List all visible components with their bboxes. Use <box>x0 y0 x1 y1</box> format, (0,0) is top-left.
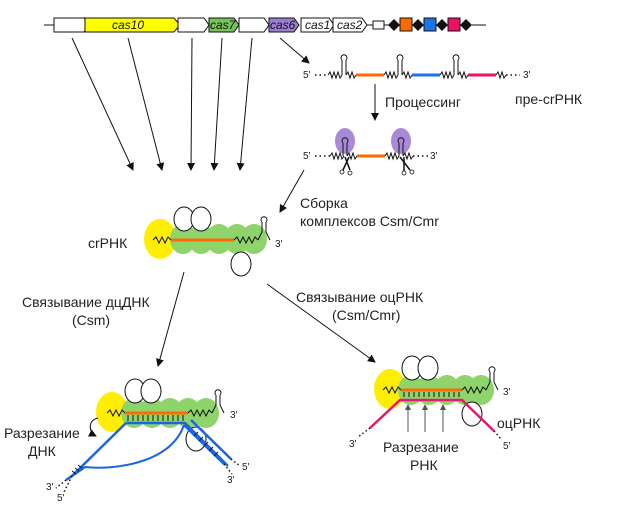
crrna-label: crРНК <box>88 235 128 251</box>
csm-cmr-complex: 3' <box>144 206 283 277</box>
assembly-arrow <box>279 169 305 213</box>
arrow <box>210 37 223 171</box>
target-rna-strand <box>369 398 495 432</box>
gene-cas7 <box>208 17 240 33</box>
scissors-icon <box>339 156 353 176</box>
ssrna-label: оцРНК <box>497 415 541 431</box>
ssrna-binding-line1: Связывание оцРНК <box>296 289 424 305</box>
scissors-icon <box>399 156 415 176</box>
spacer-orange <box>399 17 413 32</box>
gene-to-complex-arrows <box>71 37 310 171</box>
cas6-bound-1 <box>335 128 355 154</box>
three-prime-label: 3' <box>430 151 438 162</box>
repeat-diamond <box>460 19 472 31</box>
three-prime-label: 3' <box>503 387 511 398</box>
arrow <box>127 37 165 171</box>
spacer-blue <box>423 17 437 32</box>
dna-targeting-complex: 3' 3' 5' 5' 3' <box>46 378 250 504</box>
dna-cleavage-line1: Разрезание <box>4 425 80 441</box>
crispr-array <box>388 17 472 32</box>
three-prime-label: 3' <box>349 439 357 450</box>
gene-unnamed-2 <box>177 17 210 33</box>
small-subunit <box>190 206 212 232</box>
rna-cleavage-line2: РНК <box>410 457 438 473</box>
five-prime-label: 5' <box>242 462 250 473</box>
gene-cas2 <box>332 17 368 33</box>
gene-cas2-label: cas2 <box>337 18 363 32</box>
small-subunit <box>230 251 252 277</box>
dna-cut-arrow <box>87 417 99 437</box>
five-prime-label: 5' <box>303 151 311 162</box>
gene-unnamed-1 <box>53 17 90 33</box>
dna-cleavage-line2: ДНК <box>28 443 57 459</box>
hairpin <box>396 54 404 75</box>
assembly-label-line2: комплексов Csm/Cmr <box>300 213 439 229</box>
hairpin <box>452 54 460 75</box>
assembly-label-line1: Сборка <box>300 195 348 211</box>
three-prime-label: 3' <box>230 410 238 421</box>
three-prime-label: 3' <box>523 70 531 81</box>
gene-cas1-label: cas1 <box>305 18 330 32</box>
leader-box <box>372 20 385 30</box>
hairpin <box>257 216 271 241</box>
arrow <box>71 37 134 171</box>
three-prime-label: 3' <box>275 239 283 250</box>
gene-cas1 <box>300 17 335 33</box>
five-prime-label: 5' <box>303 70 311 81</box>
five-prime-label: 5' <box>57 493 65 504</box>
three-prime-label: 3' <box>227 475 235 486</box>
gene-cas10-label: cas10 <box>112 18 144 32</box>
processed-crrna: 5' 3' <box>303 128 438 176</box>
target-dna-strand <box>126 421 229 467</box>
gene-cas10 <box>84 17 181 33</box>
rna-targeting-complex: 3' 3' 5' <box>349 355 511 452</box>
dsdna-binding-line1: Связывание дцДНК <box>22 294 151 310</box>
repeat-diamond <box>388 19 400 31</box>
three-prime-label: 3' <box>46 482 54 493</box>
pre-crrna: 5' 3' пре-crРНК <box>303 54 583 107</box>
cas6-bound-2 <box>391 128 411 154</box>
dsdna-binding-arrow <box>156 271 185 367</box>
gene-cas6 <box>268 17 300 33</box>
repeat-diamond <box>436 19 448 31</box>
arrow <box>236 37 253 171</box>
cas10-subunit <box>144 219 176 259</box>
cas-operon: cas10 cas7 cas6 cas1 cas2 <box>44 17 486 33</box>
gene-unnamed-3 <box>238 17 270 33</box>
arrow-to-pre-crrna <box>279 37 310 64</box>
arrow <box>187 37 196 171</box>
non-target-dna-strand <box>84 424 185 469</box>
dsdna-binding-line2: (Csm) <box>72 312 110 328</box>
rna-cleavage-line1: Разрезание <box>383 439 459 455</box>
spacer-pink <box>447 17 461 32</box>
repeat-diamond <box>412 19 424 31</box>
five-prime-label: 5' <box>503 441 511 452</box>
ssrna-binding-arrow <box>266 283 376 363</box>
processing-label: Процессинг <box>385 94 461 110</box>
pre-crrna-label: пре-crРНК <box>515 91 583 107</box>
hairpin <box>340 54 348 75</box>
ssrna-binding-line2: (Csm/Cmr) <box>332 307 400 323</box>
gene-cas6-label: cas6 <box>270 18 296 32</box>
gene-cas7-label: cas7 <box>210 18 237 32</box>
